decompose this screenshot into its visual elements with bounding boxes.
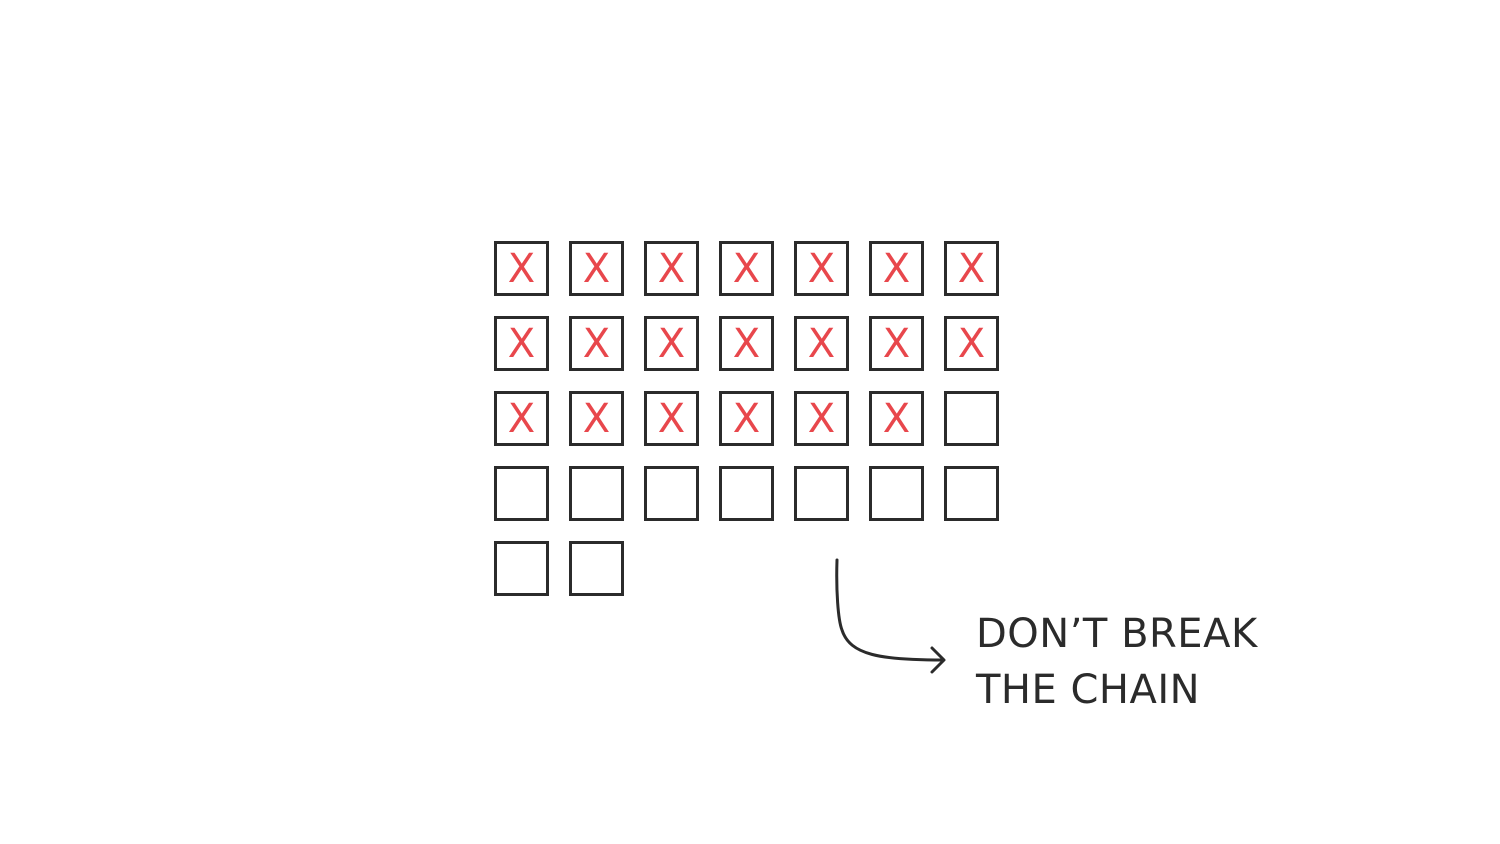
day-cell: X: [794, 241, 849, 296]
day-cell: X: [644, 391, 699, 446]
x-mark-icon: X: [657, 320, 686, 367]
x-mark-icon: X: [732, 245, 761, 292]
x-mark-icon: X: [507, 320, 536, 367]
arrow-icon: [835, 558, 946, 674]
day-cell: [944, 391, 999, 446]
day-cell: [869, 466, 924, 521]
x-mark-icon: X: [582, 245, 611, 292]
day-cell: X: [719, 391, 774, 446]
day-cell: X: [869, 391, 924, 446]
day-cell: X: [569, 391, 624, 446]
day-cell: X: [794, 316, 849, 371]
x-mark-icon: X: [507, 395, 536, 442]
x-mark-icon: X: [882, 320, 911, 367]
x-mark-icon: X: [732, 395, 761, 442]
day-cell: X: [644, 241, 699, 296]
day-cell: [719, 466, 774, 521]
x-mark-icon: X: [732, 320, 761, 367]
x-mark-icon: X: [882, 245, 911, 292]
x-mark-icon: X: [807, 320, 836, 367]
day-cell: [644, 466, 699, 521]
day-cell: X: [494, 391, 549, 446]
day-cell: [794, 466, 849, 521]
day-cell: X: [719, 241, 774, 296]
day-cell: X: [644, 316, 699, 371]
x-mark-icon: X: [882, 395, 911, 442]
x-mark-icon: X: [957, 320, 986, 367]
x-mark-icon: X: [582, 320, 611, 367]
day-cell: X: [869, 316, 924, 371]
x-mark-icon: X: [507, 245, 536, 292]
x-mark-icon: X: [807, 395, 836, 442]
day-cell: X: [719, 316, 774, 371]
day-cell: [494, 466, 549, 521]
day-cell: X: [869, 241, 924, 296]
day-cell: [569, 541, 624, 596]
x-mark-icon: X: [807, 245, 836, 292]
day-cell: X: [569, 241, 624, 296]
day-cell: X: [494, 316, 549, 371]
x-mark-icon: X: [582, 395, 611, 442]
day-cell: [494, 541, 549, 596]
day-cell: [944, 466, 999, 521]
x-mark-icon: X: [957, 245, 986, 292]
day-cell: X: [569, 316, 624, 371]
day-cell: X: [944, 316, 999, 371]
caption-line-1: DON’T BREAK: [976, 611, 1258, 657]
day-cell: X: [494, 241, 549, 296]
day-cell: X: [944, 241, 999, 296]
x-mark-icon: X: [657, 395, 686, 442]
day-cell: [569, 466, 624, 521]
day-cell: X: [794, 391, 849, 446]
caption: DON’T BREAK THE CHAIN: [976, 606, 1356, 718]
caption-line-2: THE CHAIN: [976, 667, 1201, 713]
x-mark-icon: X: [657, 245, 686, 292]
